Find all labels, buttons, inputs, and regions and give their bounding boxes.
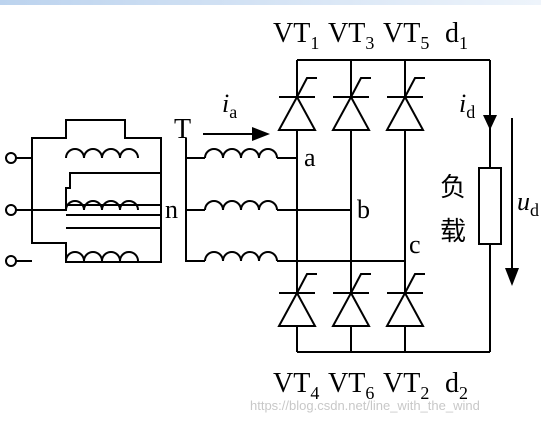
load-resistor bbox=[478, 167, 502, 245]
thyristor-vt3 bbox=[331, 77, 371, 131]
window-top-strip bbox=[0, 0, 541, 5]
label-vt5: VT5 bbox=[383, 18, 429, 53]
id-arrow-icon bbox=[483, 115, 497, 130]
label-d1: d1 bbox=[445, 18, 468, 53]
label-phase-a: a bbox=[304, 143, 316, 172]
label-vt2: VT2 bbox=[383, 368, 429, 403]
label-phase-b: b bbox=[357, 195, 370, 224]
label-id: id bbox=[459, 89, 475, 122]
input-terminal-2 bbox=[5, 204, 17, 216]
label-d2: d2 bbox=[445, 368, 468, 403]
thyristor-vt2 bbox=[385, 273, 425, 327]
thyristor-vt4 bbox=[277, 273, 317, 327]
ud-arrow-icon bbox=[505, 118, 519, 286]
label-ud: ud bbox=[517, 187, 539, 220]
label-vt1: VT1 bbox=[273, 18, 319, 53]
ia-arrow-icon bbox=[203, 127, 270, 141]
label-transformer: T bbox=[174, 114, 191, 145]
label-neutral: n bbox=[165, 195, 178, 224]
label-vt6: VT6 bbox=[328, 368, 374, 403]
input-terminal-1 bbox=[5, 152, 17, 164]
label-phase-c: c bbox=[409, 230, 421, 259]
label-vt3: VT3 bbox=[328, 18, 374, 53]
label-load-1: 负 bbox=[440, 173, 466, 202]
thyristor-vt1 bbox=[277, 77, 317, 131]
watermark: https://blog.csdn.net/line_with_the_wind bbox=[250, 398, 480, 413]
primary-winding bbox=[16, 119, 162, 263]
thyristor-vt6 bbox=[331, 273, 371, 327]
secondary-winding bbox=[185, 138, 405, 262]
thyristor-vt5 bbox=[385, 77, 425, 131]
label-ia: ia bbox=[222, 89, 237, 122]
input-terminal-3 bbox=[5, 255, 17, 267]
label-vt4: VT4 bbox=[273, 368, 319, 403]
label-load-2: 载 bbox=[440, 217, 466, 246]
